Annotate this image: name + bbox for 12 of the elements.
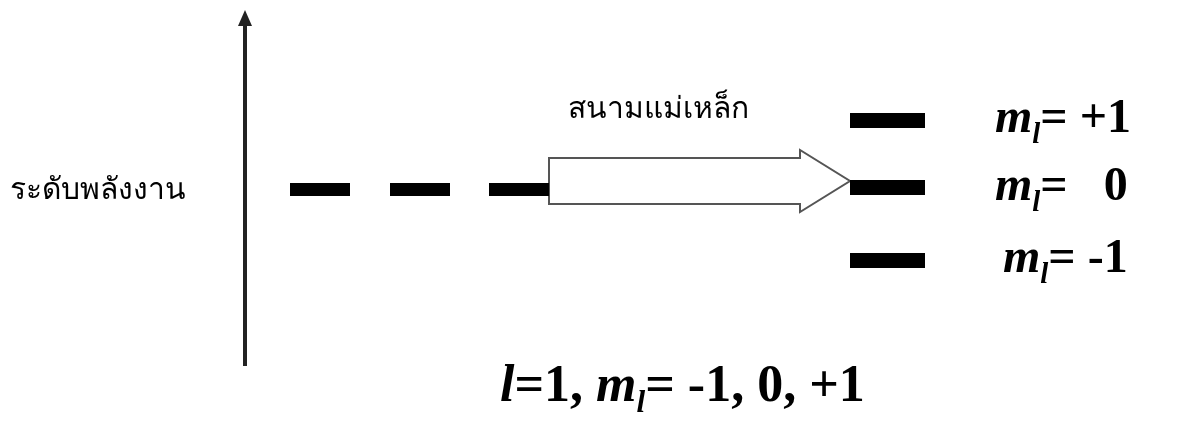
block-arrow	[548, 148, 852, 214]
energy-level-bar	[850, 113, 925, 128]
energy-level-bar	[850, 253, 925, 268]
quantum-number-label: m$_{l}$= -1	[1003, 232, 1128, 288]
quantum-number-label: m$_{l}$= +1	[995, 92, 1132, 148]
energy-level-bar	[390, 183, 450, 196]
energy-level-bar	[489, 183, 549, 196]
energy-level-bar	[290, 183, 350, 196]
energy-level-bar	[850, 180, 925, 195]
quantum-number-label: m$_{l}$= 0	[995, 160, 1128, 216]
axis-label: ระดับพลังงาน	[10, 174, 186, 204]
quantum-number-caption: l=1, m$_{l}$= -1, 0, +1	[500, 358, 865, 418]
